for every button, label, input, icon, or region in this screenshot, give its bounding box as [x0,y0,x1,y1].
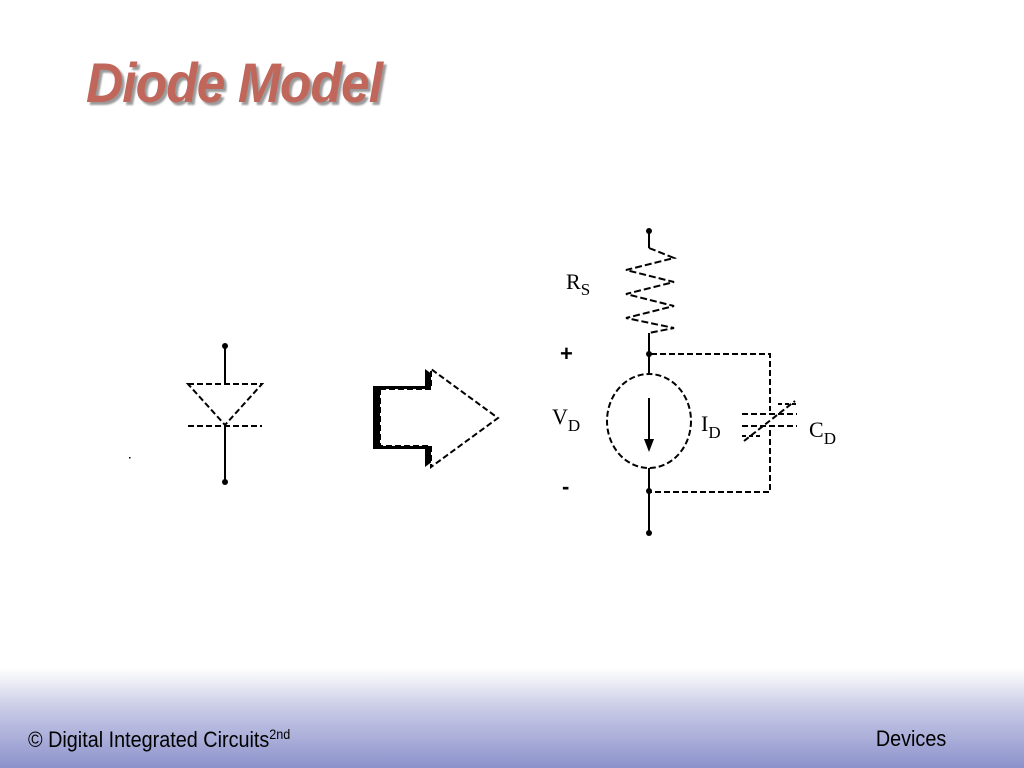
diode-symbol-icon [185,343,265,485]
current-source-icon [606,373,692,469]
footer-bar: © Digital Integrated Circuits2nd Devices [0,668,1024,768]
plus-label: + [560,341,573,366]
rs-label: RS [566,269,590,299]
vd-label: VD [552,404,580,435]
upper-node [646,351,652,357]
equivalent-circuit [606,228,797,536]
variable-capacitor-icon [742,400,797,442]
minus-label: - [562,474,569,499]
stray-dot [129,457,131,459]
lower-node [646,488,652,494]
footer-section-name: Devices [875,726,946,751]
id-label: ID [701,411,721,442]
edition-superscript: 2nd [269,726,291,742]
right-arrow-icon [373,367,500,469]
resistor-icon [625,247,678,334]
cd-label: CD [809,417,836,448]
diode-model-diagram: RS + VD - ID CD [129,228,836,536]
bottom-terminal [646,530,652,536]
slide-title: Diode Model [86,51,383,114]
footer-copyright: © Digital Integrated Circuits2nd [28,726,291,752]
